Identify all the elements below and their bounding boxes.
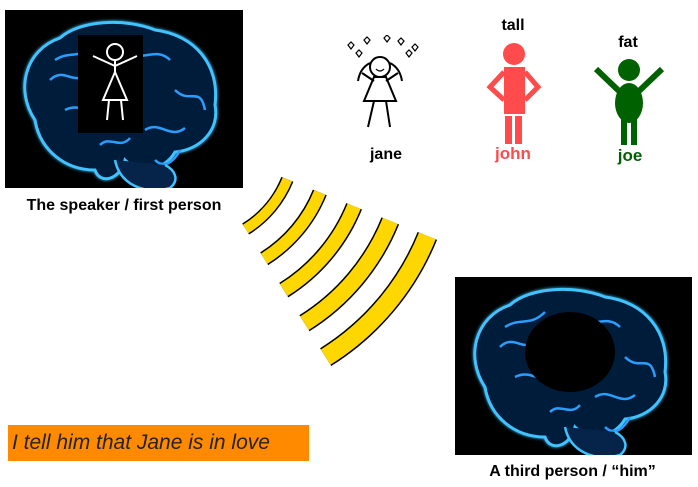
brain-icon <box>5 10 243 188</box>
third-person-brain-image <box>455 277 692 455</box>
john-trait-label: tall <box>501 17 525 34</box>
jane-label: jane <box>369 146 402 163</box>
brain-icon <box>455 277 692 455</box>
sound-wave-fill-2 <box>260 190 326 264</box>
jane-thought-figure <box>92 43 138 121</box>
sound-wave-fill-5 <box>320 232 436 365</box>
jane-figure-icon <box>347 35 419 128</box>
joe-figure-icon <box>593 59 664 145</box>
third-person-label: A third person / “him” <box>489 463 656 480</box>
joe-label: joe <box>617 146 643 165</box>
joe-trait-label: fat <box>618 34 638 51</box>
sound-wave-fill-1 <box>242 177 292 234</box>
speaker-brain-image <box>5 10 243 188</box>
john-label: john <box>495 144 531 163</box>
speaker-label: The speaker / first person <box>26 197 222 214</box>
sound-wave-fill-4 <box>300 217 398 330</box>
sound-wave-fill-3 <box>280 203 361 297</box>
utterance-text: I tell him that Jane is in love <box>8 425 309 461</box>
john-figure-icon <box>486 43 542 144</box>
